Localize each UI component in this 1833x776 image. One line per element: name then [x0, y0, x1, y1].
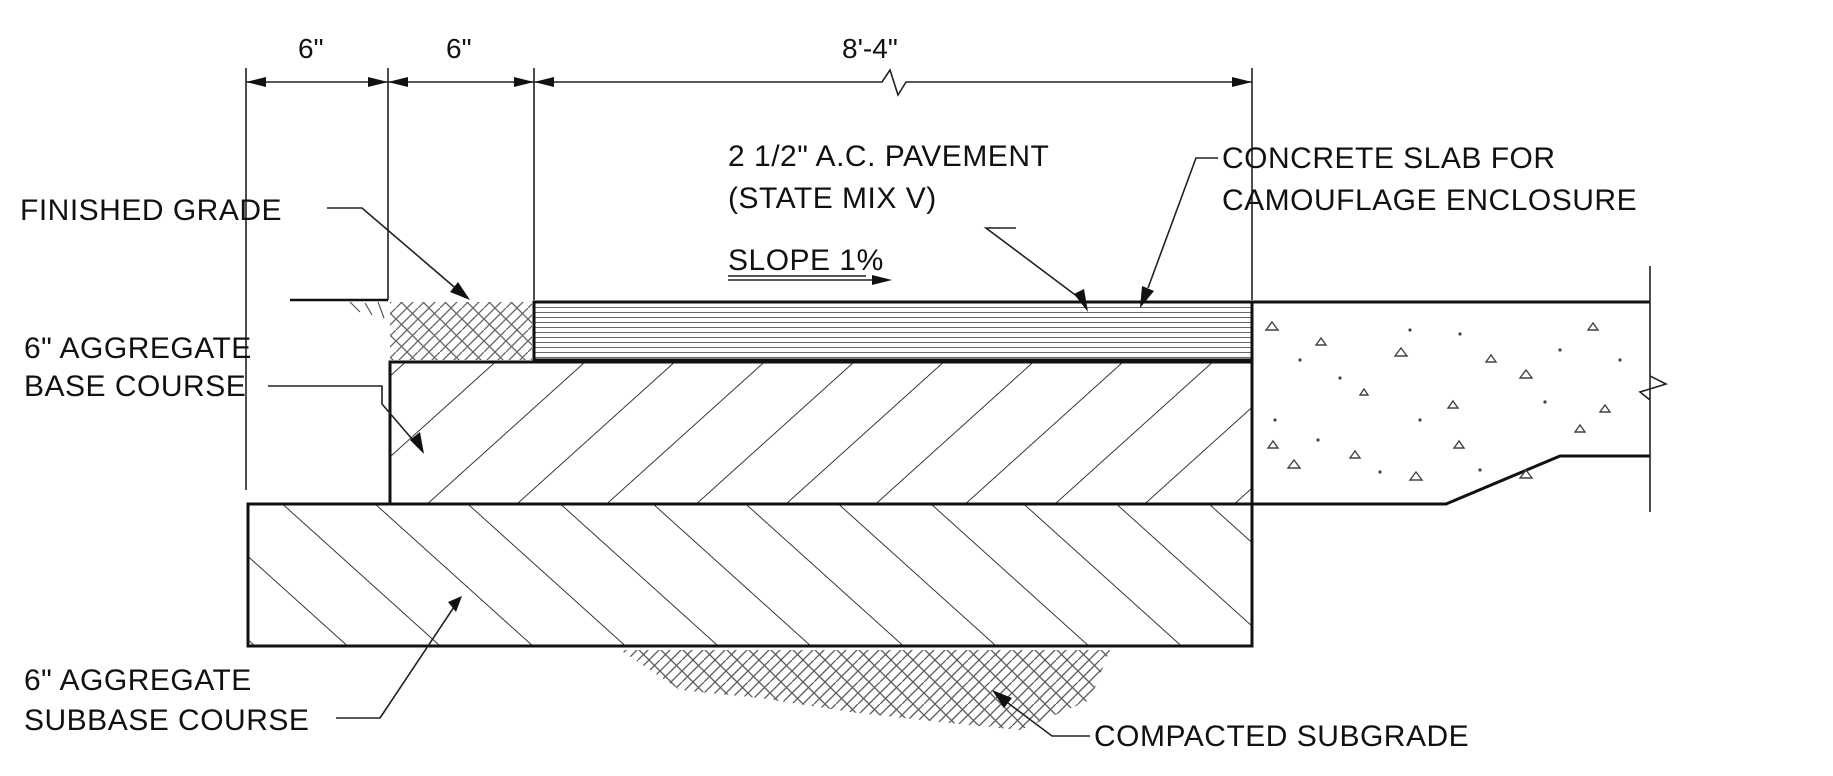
concrete-slab-label-line2: CAMOUFLAGE ENCLOSURE — [1222, 184, 1637, 217]
finished-grade-surface — [290, 298, 532, 360]
pavement-label-line1: 2 1/2" A.C. PAVEMENT — [728, 140, 1049, 173]
subbase-course-label-line2: SUBBASE COURSE — [24, 704, 309, 737]
aggregate-base-course-layer — [388, 360, 1254, 506]
base-course-label-line1: 6" AGGREGATE — [24, 332, 252, 365]
finished-grade-label: FINISHED GRADE — [20, 194, 282, 227]
leader-lines — [268, 157, 1218, 737]
dimension-6in-middle: 6" — [446, 33, 472, 64]
slope-arrow — [728, 275, 892, 285]
base-course-label-line2: BASE COURSE — [24, 370, 246, 403]
aggregate-subbase-course-layer — [246, 502, 1254, 648]
compacted-subgrade-hatch — [620, 650, 1110, 730]
slope-label: SLOPE 1% — [728, 244, 884, 277]
dimension-lines — [245, 68, 1253, 490]
ac-pavement-layer — [532, 300, 1254, 362]
pavement-label-line2: (STATE MIX V) — [728, 182, 937, 215]
compacted-subgrade-label: COMPACTED SUBGRADE — [1094, 720, 1469, 753]
concrete-slab-label-line1: CONCRETE SLAB FOR — [1222, 142, 1556, 175]
subbase-course-label-line1: 6" AGGREGATE — [24, 664, 252, 697]
dimension-6in-left: 6" — [298, 33, 324, 64]
dimension-8ft-4in: 8'-4" — [842, 33, 898, 64]
concrete-slab — [1252, 266, 1669, 512]
